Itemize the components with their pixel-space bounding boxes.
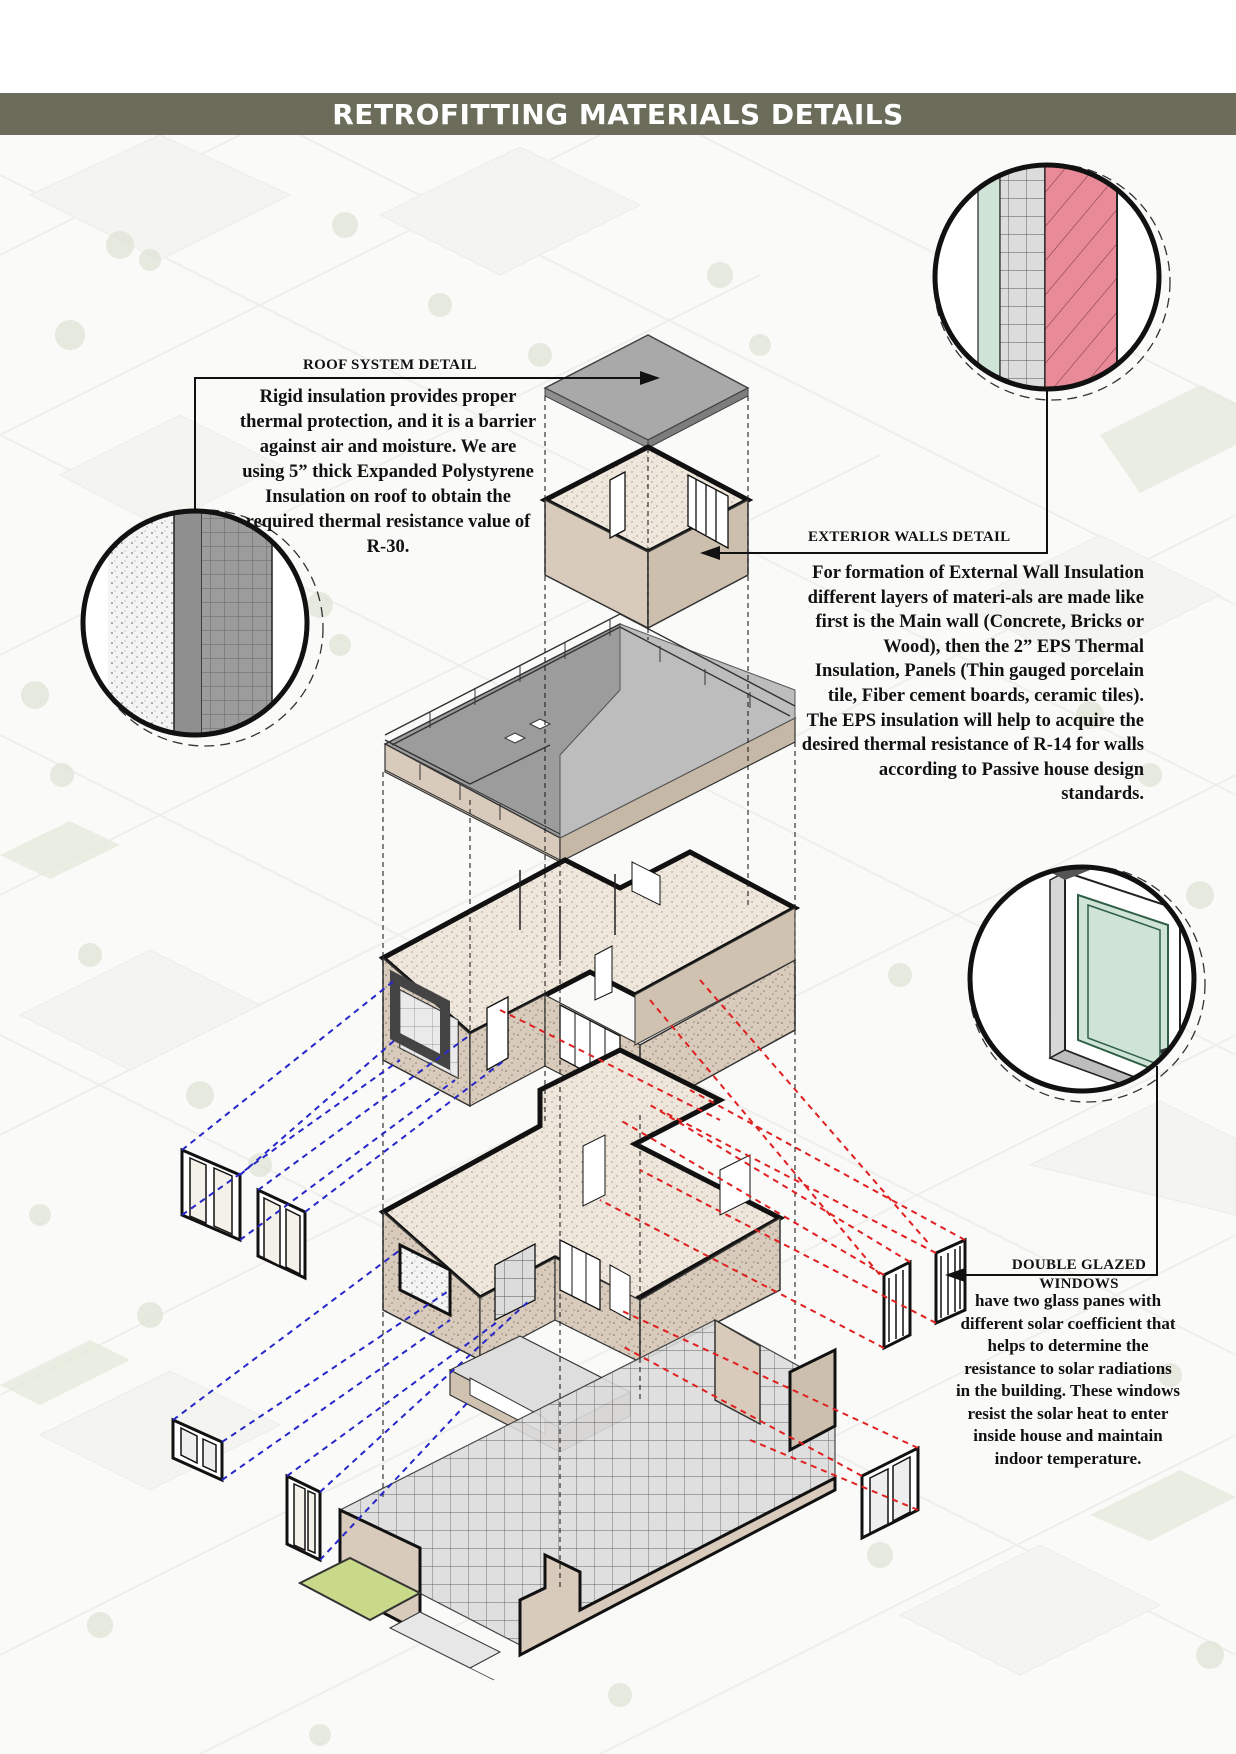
windows-detail-description: have two glass panes with different sola…	[955, 1291, 1181, 1468]
window-detail-circle	[967, 864, 1206, 1103]
walls-detail-description: For formation of External Wall Insulatio…	[801, 563, 1144, 805]
terrace-slab	[383, 613, 797, 863]
red-window-links	[499, 979, 966, 1511]
roof-slab	[543, 334, 750, 449]
leader-lines	[194, 377, 1158, 1276]
windows-detail-title: DOUBLE GLAZED WINDOWS	[1011, 1257, 1147, 1292]
wall-detail-circle	[932, 162, 1171, 401]
window-unit	[285, 1473, 322, 1563]
ground-floor-volume	[378, 1047, 786, 1364]
window-unit	[860, 1445, 920, 1541]
title-bar: RETROFITTING MATERIALS DETAILS	[0, 93, 1236, 135]
roof-detail-description: Rigid insulation provides proper thermal…	[239, 387, 537, 557]
top-room-box	[539, 444, 754, 630]
roof-detail-title: ROOF SYSTEM DETAIL	[303, 357, 477, 373]
window-unit	[934, 1237, 967, 1326]
roof-detail-circle	[80, 508, 324, 747]
window-unit	[180, 1147, 242, 1243]
blue-window-links	[172, 979, 531, 1561]
window-unit	[256, 1187, 307, 1281]
alignment-lines	[382, 396, 796, 1590]
window-units	[171, 1147, 967, 1563]
window-unit	[882, 1259, 912, 1351]
leader-arrowheads	[640, 371, 965, 1282]
window-unit	[171, 1417, 224, 1483]
page-title: RETROFITTING MATERIALS DETAILS	[332, 97, 904, 131]
walls-detail-title: EXTERIOR WALLS DETAIL	[808, 529, 1011, 545]
